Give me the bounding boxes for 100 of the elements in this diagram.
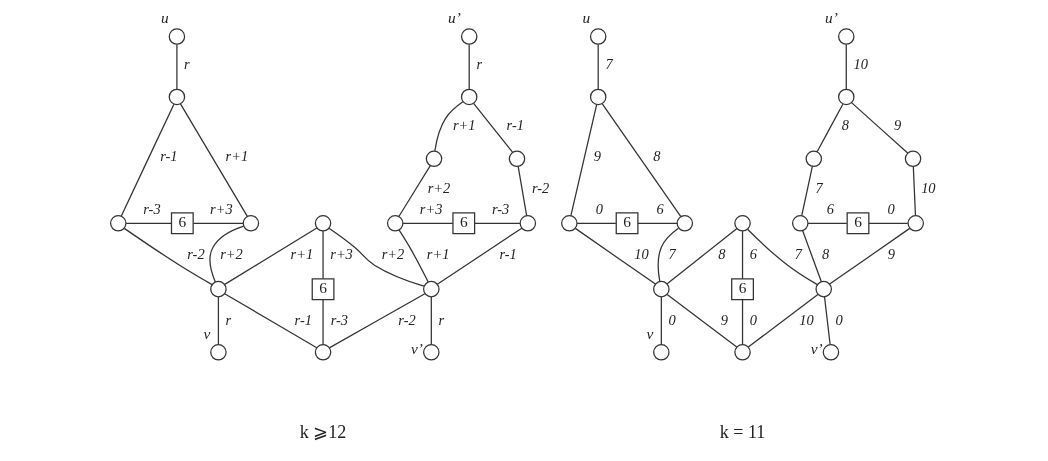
node-box: 6 — [846, 212, 870, 235]
connector — [123, 227, 213, 286]
node-label: v’ — [810, 340, 823, 358]
connector — [597, 43, 599, 90]
edge-label: r-3 — [330, 311, 349, 328]
node-circle — [653, 344, 670, 361]
edge-label: r+2 — [427, 179, 451, 196]
connector — [179, 103, 248, 218]
edge-label: 10 — [853, 56, 868, 73]
node-circle — [210, 280, 227, 298]
edge-label: r+3 — [419, 201, 443, 218]
node-circle — [386, 215, 404, 232]
connector — [741, 230, 744, 280]
node-circle — [838, 28, 855, 45]
node-circle — [460, 28, 478, 45]
edge-label: r+3 — [330, 245, 353, 262]
node-circle — [734, 344, 751, 361]
node-circle — [561, 215, 578, 232]
edge-label: 7 — [794, 245, 803, 262]
connector — [576, 222, 617, 224]
edge-label: 9 — [894, 116, 902, 133]
node-box: 6 — [615, 212, 639, 235]
node-circle — [815, 280, 832, 298]
edge-label: r-1 — [499, 245, 517, 262]
connector — [868, 222, 909, 224]
connector — [845, 43, 847, 90]
node-box: 6 — [731, 278, 754, 301]
edge-label: 9 — [593, 148, 601, 165]
node-label: u — [161, 9, 169, 27]
edge-label: r-2 — [398, 311, 416, 328]
connector — [217, 296, 220, 345]
connector — [666, 227, 738, 285]
connector — [209, 225, 245, 283]
connector — [802, 230, 822, 283]
connector — [657, 227, 680, 283]
node-circle — [589, 28, 607, 45]
node-circle — [168, 88, 186, 106]
node-circle — [791, 215, 809, 232]
node-circle — [314, 344, 332, 361]
connector — [570, 103, 598, 217]
node-circle — [242, 215, 260, 232]
connector — [398, 229, 429, 283]
node-circle — [589, 88, 607, 106]
node-box: 6 — [452, 212, 476, 235]
node-circle — [210, 344, 227, 361]
node-circle — [676, 215, 694, 232]
edge-label: r+3 — [210, 201, 233, 218]
connector — [660, 296, 662, 345]
node-circle — [734, 215, 751, 232]
node-label: v — [203, 324, 211, 342]
connector — [322, 230, 324, 280]
connector — [807, 222, 848, 224]
edge-label: r — [184, 56, 190, 73]
edge-label: 6 — [656, 201, 664, 218]
connector — [434, 101, 464, 152]
connector — [436, 227, 523, 285]
connector — [328, 293, 426, 349]
node-label: u’ — [448, 9, 461, 27]
node-label: u’ — [825, 9, 838, 27]
edge-label: 6 — [826, 201, 834, 218]
node-circle — [423, 344, 440, 361]
node-circle — [907, 215, 925, 232]
connector — [666, 293, 738, 348]
connector — [637, 222, 678, 224]
edge-label: r-3 — [143, 201, 161, 218]
edge-label: 0 — [595, 201, 603, 218]
connector — [601, 102, 682, 218]
edge-label: 0 — [668, 311, 676, 328]
node-box: 6 — [311, 278, 335, 301]
node-circle — [822, 344, 840, 361]
node-circle — [110, 215, 127, 232]
node-label: u — [582, 9, 591, 27]
connector — [125, 222, 173, 224]
node-label: v’ — [411, 340, 423, 358]
edge-label: 7 — [815, 179, 823, 196]
connector — [741, 299, 744, 345]
edge-label: 7 — [605, 56, 613, 73]
connector — [322, 299, 324, 345]
edge-label: r — [438, 311, 445, 328]
edge-label: 0 — [749, 311, 757, 328]
edge-label: 8 — [821, 245, 830, 262]
connector — [430, 296, 432, 345]
edge-label: r+2 — [220, 245, 243, 262]
node-circle — [805, 150, 823, 168]
connector — [517, 165, 528, 217]
connector — [850, 101, 909, 154]
connector — [473, 102, 514, 153]
connector — [398, 165, 431, 218]
edge-label: r+1 — [426, 245, 450, 262]
node-circle — [423, 280, 440, 298]
node-circle — [168, 28, 186, 45]
node-circle — [519, 215, 537, 232]
edge-label: r — [225, 311, 232, 328]
edge-label: 0 — [835, 311, 843, 328]
label: k ⩾12 — [299, 421, 347, 442]
connector — [328, 227, 425, 287]
connector — [829, 227, 911, 285]
edge-label: r — [476, 56, 483, 73]
node-circle — [904, 150, 922, 168]
edge-label: r-1 — [294, 311, 312, 328]
